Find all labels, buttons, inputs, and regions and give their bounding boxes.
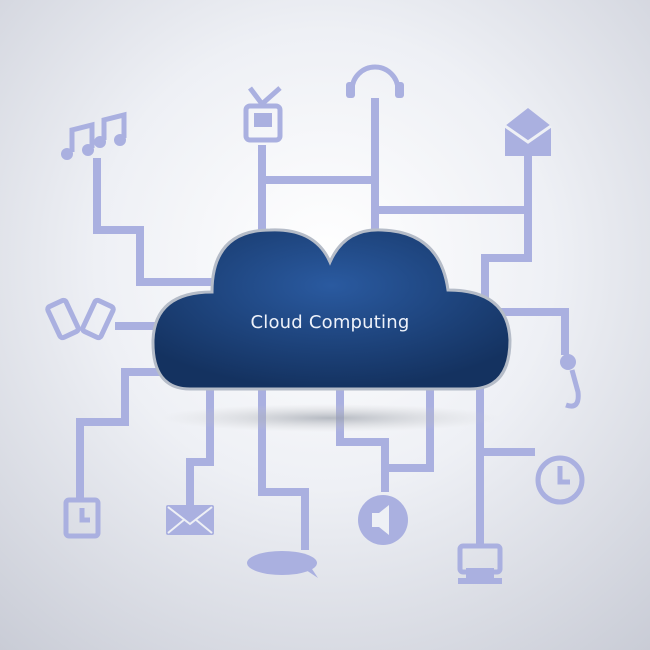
mobile-phones-icon — [45, 297, 116, 341]
desk-clock-icon — [63, 497, 101, 539]
music-notes-icon — [61, 111, 127, 160]
cloud-computing-label: Cloud Computing — [250, 312, 410, 333]
microphone-icon — [560, 354, 581, 409]
mail-icon — [504, 108, 552, 156]
speaker-icon — [358, 495, 408, 545]
printer-icon — [457, 543, 503, 584]
cloud-shadow — [160, 404, 500, 432]
cloud-shape — [151, 228, 512, 391]
tv-icon — [243, 86, 283, 143]
headphones-icon — [346, 64, 404, 98]
speech-bubble-icon — [247, 551, 318, 578]
clock-icon — [535, 455, 585, 505]
envelope-icon — [166, 505, 214, 535]
